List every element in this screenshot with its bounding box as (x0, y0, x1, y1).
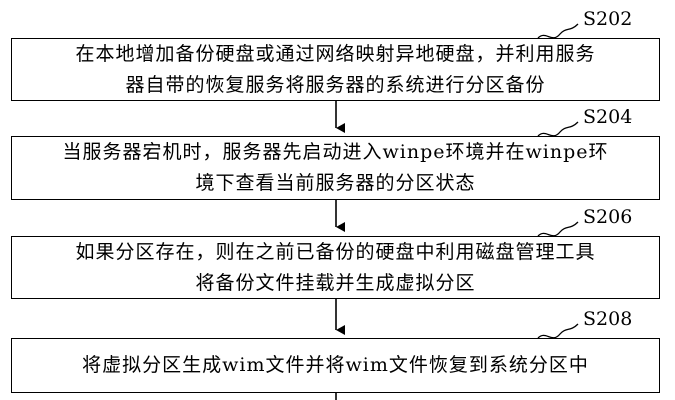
step-box-s206: 如果分区存在，则在之前已备份的硬盘中利用磁盘管理工具 将备份文件挂载并生成虚拟分… (11, 236, 660, 299)
step-label-s204: S204 (583, 106, 633, 128)
step-text-s204: 当服务器宕机时，服务器先启动进入winpe环境并在winpe环 境下查看当前服务… (62, 141, 609, 194)
label-leader-s208 (537, 323, 579, 339)
step-label-s208: S208 (583, 308, 633, 330)
step-text-s206: 如果分区存在，则在之前已备份的硬盘中利用磁盘管理工具 将备份文件挂载并生成虚拟分… (75, 240, 596, 294)
step-box-s204: 当服务器宕机时，服务器先启动进入winpe环境并在winpe环 境下查看当前服务… (11, 136, 660, 200)
step-box-s208: 将虚拟分区生成wim文件并将wim文件恢复到系统分区中 (11, 338, 660, 393)
step-label-s202: S202 (583, 8, 633, 30)
label-leader-s202 (537, 23, 579, 39)
label-leader-s204 (537, 121, 579, 137)
step-text-s202: 在本地增加备份硬盘或通过网络映射异地硬盘，并利用服务 器自带的恢复服务将服务器的… (75, 42, 596, 96)
step-text-s208: 将虚拟分区生成wim文件并将wim文件恢复到系统分区中 (82, 354, 589, 376)
step-box-s202: 在本地增加备份硬盘或通过网络映射异地硬盘，并利用服务 器自带的恢复服务将服务器的… (11, 38, 660, 101)
label-leader-s206 (537, 221, 579, 237)
step-label-s206: S206 (583, 206, 633, 228)
